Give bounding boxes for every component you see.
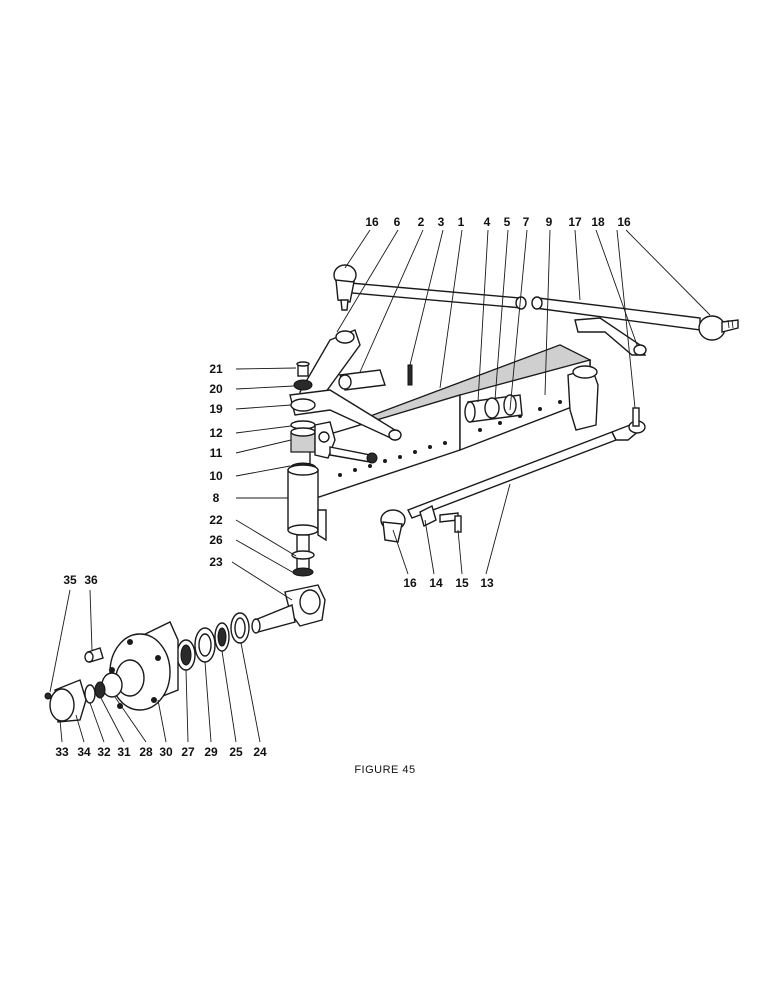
label-5: 5 bbox=[504, 215, 511, 229]
label-27: 27 bbox=[181, 745, 195, 759]
label-12: 12 bbox=[209, 426, 223, 440]
lower-track-rod bbox=[380, 407, 646, 543]
label-2: 2 bbox=[418, 215, 425, 229]
label-20: 20 bbox=[209, 382, 223, 396]
hub-cap-assembly bbox=[44, 672, 123, 723]
label-6: 6 bbox=[394, 215, 401, 229]
label-34: 34 bbox=[77, 745, 91, 759]
hub-bearings-and-seals bbox=[176, 612, 250, 671]
axle-beam bbox=[309, 344, 599, 501]
label-8: 8 bbox=[213, 491, 220, 505]
upper-tie-rod bbox=[349, 282, 701, 331]
steering-arm bbox=[289, 329, 413, 442]
label-21: 21 bbox=[209, 362, 223, 376]
label-33: 33 bbox=[55, 745, 69, 759]
label-26: 26 bbox=[209, 533, 223, 547]
label-11: 11 bbox=[210, 446, 223, 460]
label-15: 15 bbox=[455, 576, 469, 590]
wheel-hub bbox=[109, 621, 179, 711]
ball-joint-upper-left bbox=[333, 264, 357, 311]
leader-lines bbox=[49, 229, 711, 743]
label-9: 9 bbox=[546, 215, 553, 229]
label-16-lower: 16 bbox=[403, 576, 417, 590]
figure-caption: FIGURE 45 bbox=[354, 764, 415, 776]
label-14: 14 bbox=[429, 576, 443, 590]
label-28: 28 bbox=[139, 745, 153, 759]
stub-axle bbox=[251, 584, 326, 634]
label-36: 36 bbox=[84, 573, 98, 587]
label-22: 22 bbox=[209, 513, 223, 527]
label-31: 31 bbox=[117, 745, 131, 759]
label-29: 29 bbox=[204, 745, 218, 759]
label-13: 13 bbox=[480, 576, 494, 590]
label-1: 1 bbox=[458, 215, 465, 229]
label-24: 24 bbox=[253, 745, 267, 759]
kingpin-assembly bbox=[287, 361, 378, 577]
label-4: 4 bbox=[484, 215, 491, 229]
label-18: 18 bbox=[591, 215, 605, 229]
label-16-top-right: 16 bbox=[617, 215, 631, 229]
label-3: 3 bbox=[438, 215, 445, 229]
label-10: 10 bbox=[209, 469, 223, 483]
label-7: 7 bbox=[523, 215, 530, 229]
steering-drop-arm bbox=[574, 317, 647, 356]
label-16-top-left: 16 bbox=[365, 215, 379, 229]
label-23: 23 bbox=[209, 555, 223, 569]
pivot-pin-assembly bbox=[464, 394, 523, 423]
label-19: 19 bbox=[209, 402, 223, 416]
label-30: 30 bbox=[159, 745, 173, 759]
label-35: 35 bbox=[63, 573, 77, 587]
label-17: 17 bbox=[568, 215, 582, 229]
wheel-stud bbox=[84, 647, 104, 663]
label-25: 25 bbox=[229, 745, 243, 759]
part-labels: 16 6 2 3 1 4 5 7 9 17 18 16 21 20 19 12 … bbox=[55, 215, 631, 759]
label-32: 32 bbox=[97, 745, 111, 759]
ball-joint-upper-right bbox=[698, 315, 739, 341]
